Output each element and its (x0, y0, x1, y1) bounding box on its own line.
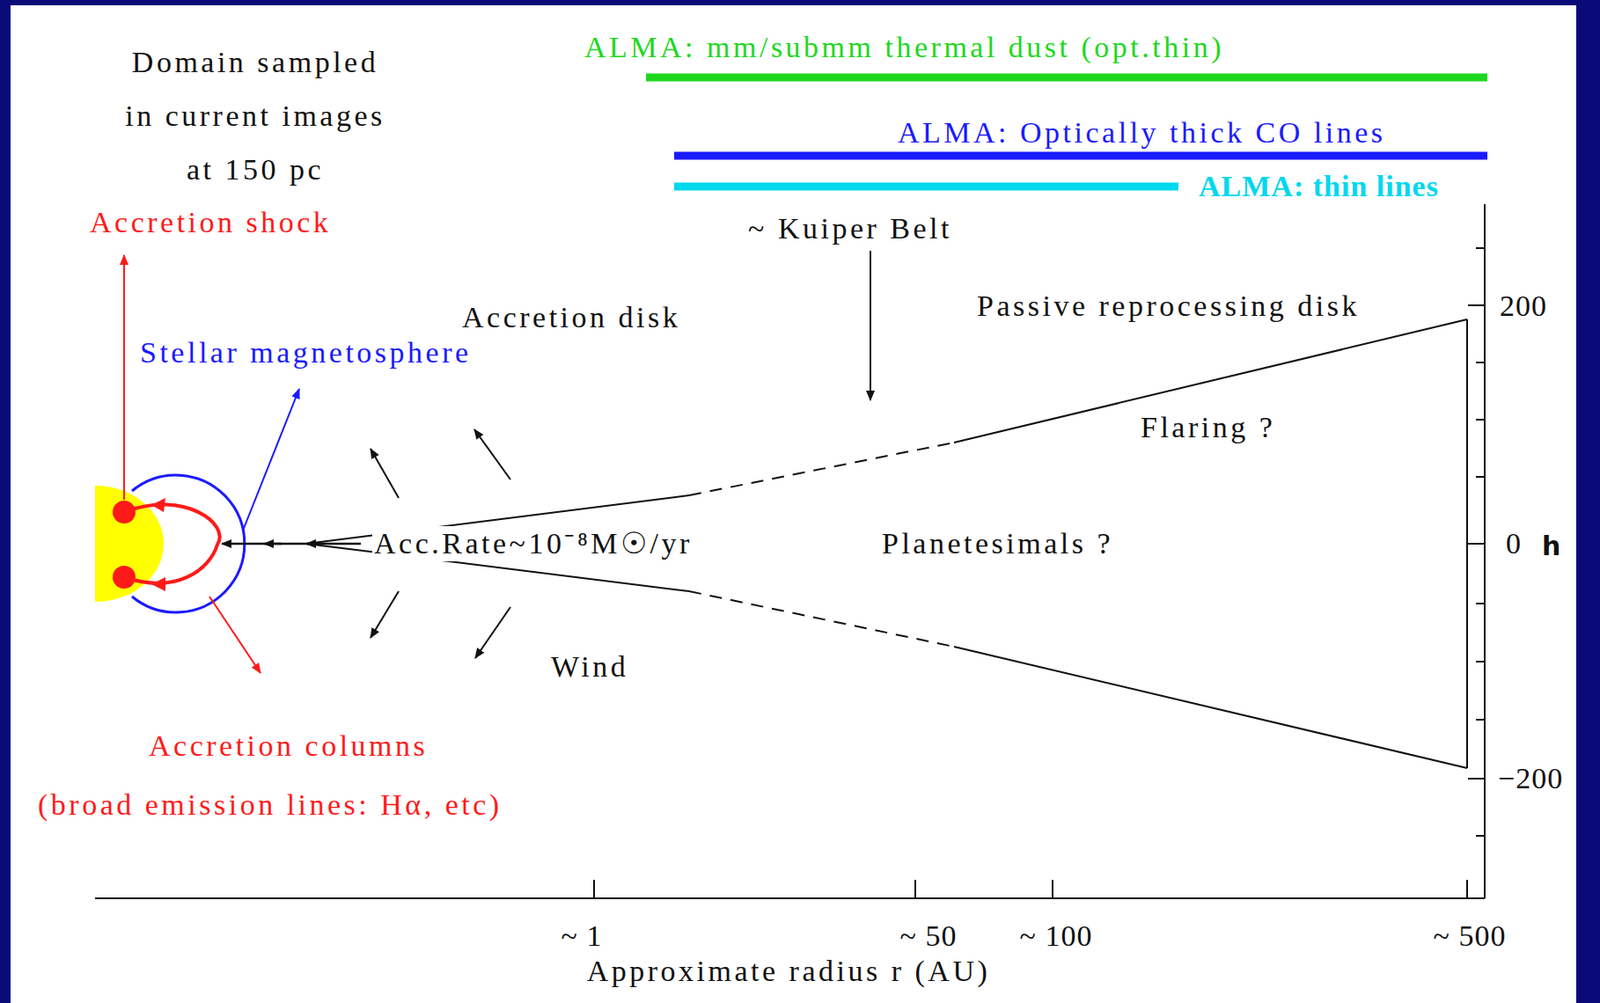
callout-label: Stellar magnetosphere (139, 335, 472, 370)
band-label: ALMA: thin lines (1198, 168, 1439, 204)
wind-arrow (370, 448, 399, 499)
region-label: Passive reprocessing disk (976, 288, 1360, 323)
leader-line (209, 596, 261, 674)
axis-number: −200 (1497, 761, 1564, 796)
accretion-column (124, 505, 221, 584)
axis-number: ~ 500 (1433, 918, 1507, 954)
disk-outline (306, 319, 1468, 769)
region-label: Planetesimals ? (881, 526, 1114, 561)
band-label: ALMA: mm/submm thermal dust (opt.thin) (584, 29, 1225, 65)
frame-strip (0, 0, 11, 1003)
coverage-bar (645, 73, 1488, 82)
shock-spot (112, 500, 136, 524)
frame-strip (1576, 0, 1600, 1003)
region-label: Wind (550, 649, 629, 684)
pointer-arrow (869, 250, 872, 401)
note: Domain sampled in current images at 150 … (118, 35, 392, 197)
axis-number: ~ 1 (561, 918, 603, 954)
axis-number: 200 (1499, 288, 1548, 323)
wind-arrow (475, 607, 511, 659)
axis-title: h (1541, 531, 1561, 563)
band-label: ALMA: Optically thick CO lines (897, 115, 1387, 150)
accretion-arrow (264, 543, 282, 546)
flow-arrowhead (151, 577, 166, 592)
leader-line (242, 388, 300, 531)
leader-line (123, 255, 125, 500)
rate-label: Acc.Rate~10⁻⁸M☉/yr (372, 526, 695, 561)
coverage-bar (674, 152, 1488, 161)
shock-spot (112, 565, 136, 589)
flow-arrowhead (151, 498, 166, 513)
coverage-bar (674, 183, 1179, 191)
callout-label: (broad emission lines: Hα, etc) (37, 787, 503, 823)
wind-arrow (370, 591, 399, 639)
region-label: ~ Kuiper Belt (748, 211, 953, 246)
accretion-arrow (221, 543, 361, 546)
axis-number: 0 (1505, 526, 1522, 561)
wind-arrow (474, 429, 511, 480)
callout-label: Accretion shock (89, 205, 331, 240)
axis-number: ~ 100 (1020, 918, 1094, 954)
axis-number: ~ 50 (900, 918, 958, 954)
callout-label: Accretion columns (148, 728, 428, 764)
region-label: Flaring ? (1140, 410, 1276, 445)
axis-title: Approximate radius r (AU) (587, 954, 991, 989)
frame-strip (0, 0, 1600, 6)
region-label: Accretion disk (462, 300, 681, 335)
